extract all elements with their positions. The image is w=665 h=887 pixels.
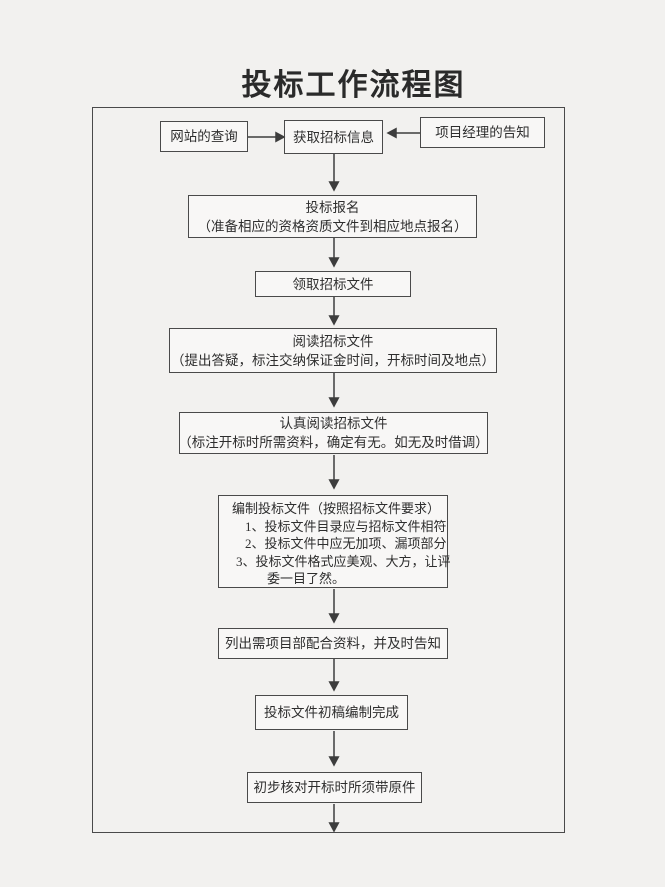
node-label: 初步核对开标时所须带原件 xyxy=(253,780,416,795)
node-prepare-bid: 编制投标文件（按照招标文件要求） 1、投标文件目录应与招标文件相符 2、投标文件… xyxy=(218,495,451,588)
node-bid-registration: 投标报名 （准备相应的资格资质文件到相应地点报名） xyxy=(188,195,477,238)
node-label: 列出需项目部配合资料，并及时告知 xyxy=(225,636,441,651)
node-label: 项目经理的告知 xyxy=(435,125,530,140)
node-careful-read: 认真阅读招标文件 （标注开标时所需资料，确定有无。如无及时借调） xyxy=(178,412,489,454)
node-title: 阅读招标文件 xyxy=(292,333,374,349)
node-title: 投标报名 xyxy=(305,199,360,215)
node-line: 编制投标文件（按照招标文件要求） xyxy=(232,501,441,516)
node-read-documents: 阅读招标文件 （提出答疑，标注交纳保证金时间，开标时间及地点） xyxy=(169,328,497,373)
node-note: （准备相应的资格资质文件到相应地点报名） xyxy=(197,218,468,234)
node-line: 3、投标文件格式应美观、大方，让评 xyxy=(236,553,451,569)
node-line: 1、投标文件目录应与招标文件相符 xyxy=(245,518,447,534)
node-line: 委一目了然。 xyxy=(267,571,346,587)
node-label: 网站的查询 xyxy=(170,129,238,144)
node-title: 认真阅读招标文件 xyxy=(279,416,388,431)
node-line: 2、投标文件中应无加项、漏项部分 xyxy=(245,536,447,552)
node-list-materials: 列出需项目部配合资料，并及时告知 xyxy=(218,628,448,659)
node-collect-documents: 领取招标文件 xyxy=(255,271,411,297)
node-check-originals: 初步核对开标时所须带原件 xyxy=(247,772,422,803)
node-label: 获取招标信息 xyxy=(293,129,374,145)
page-title: 投标工作流程图 xyxy=(241,69,466,102)
node-note: （提出答疑，标注交纳保证金时间，开标时间及地点） xyxy=(171,352,495,368)
node-label: 投标文件初稿编制完成 xyxy=(264,705,399,720)
node-website-query: 网站的查询 xyxy=(160,121,248,152)
node-draft-complete: 投标文件初稿编制完成 xyxy=(255,695,408,730)
node-get-bid-info: 获取招标信息 xyxy=(284,120,383,154)
node-label: 领取招标文件 xyxy=(292,276,374,292)
node-pm-notice: 项目经理的告知 xyxy=(420,117,545,148)
node-note: （标注开标时所需资料，确定有无。如无及时借调） xyxy=(178,435,489,450)
